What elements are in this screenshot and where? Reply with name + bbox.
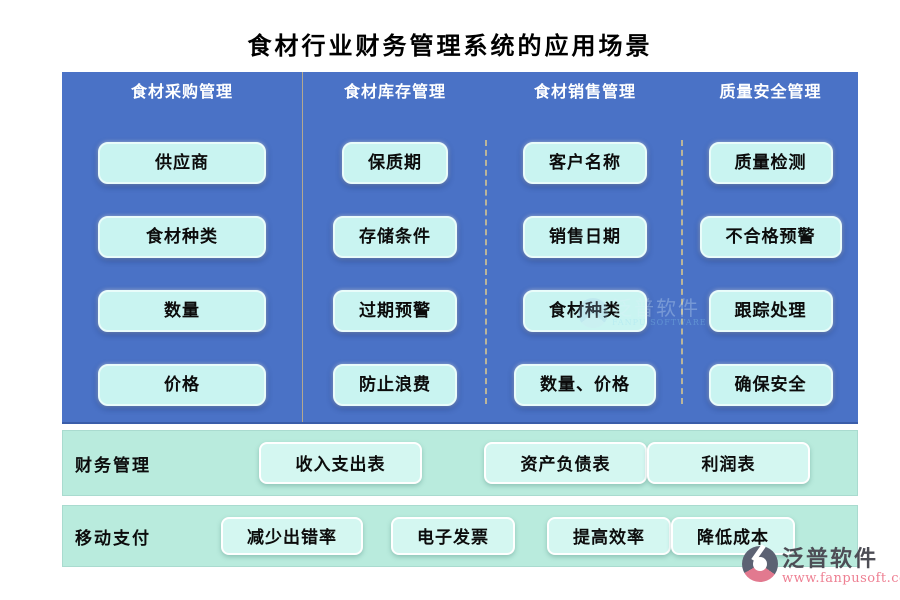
diagram-box-shelf-life: 保质期 — [342, 142, 448, 184]
band-label-finance: 财务管理 — [75, 455, 151, 476]
diagram-box-ingredient-type: 食材种类 — [98, 216, 266, 258]
diagram-box-improve-efficiency: 提高效率 — [547, 517, 671, 555]
column-items: 客户名称 销售日期 食材种类 数量、价格 — [514, 142, 656, 406]
column-items: 质量检测 不合格预警 跟踪处理 确保安全 — [699, 142, 842, 406]
column-header: 食材采购管理 — [130, 82, 233, 101]
diagram-box-quality-inspection: 质量检测 — [708, 142, 833, 184]
band-label-mobile-payment: 移动支付 — [75, 528, 151, 549]
column-items: 保质期 存储条件 过期预警 防止浪费 — [333, 142, 457, 406]
diagram-box-sales-date: 销售日期 — [523, 216, 647, 258]
column-header: 质量安全管理 — [719, 82, 822, 101]
fanpu-logo-icon — [742, 546, 778, 582]
diagram-box-profit-table: 利润表 — [647, 442, 810, 484]
column-sales: 食材销售管理 客户名称 销售日期 食材种类 数量、价格 — [487, 72, 683, 422]
finance-management-band: 财务管理 收入支出表 资产负债表 利润表 — [62, 430, 858, 496]
diagram-box-reduce-cost: 降低成本 — [671, 517, 795, 555]
diagram-box-expiry-warning: 过期预警 — [333, 290, 457, 332]
watermark-url: www.fanpusoft.com — [782, 571, 900, 586]
diagram-box-price: 价格 — [98, 364, 266, 406]
diagram-box-quantity: 数量 — [98, 290, 266, 332]
bottom-right-watermark: 泛普软件 www.fanpusoft.com — [742, 546, 900, 586]
diagram-box-prevent-waste: 防止浪费 — [333, 364, 457, 406]
watermark-brand: 泛普软件 — [782, 546, 879, 572]
mobile-payment-band: 移动支付 减少出错率 电子发票 提高效率 降低成本 — [62, 505, 858, 567]
diagram-box-storage-condition: 存储条件 — [333, 216, 457, 258]
column-items: 供应商 食材种类 数量 价格 — [98, 142, 266, 406]
diagram-box-income-expense-table: 收入支出表 — [259, 442, 422, 484]
diagram-box-supplier: 供应商 — [98, 142, 266, 184]
diagram-box-reduce-error-rate: 减少出错率 — [221, 517, 363, 555]
diagram-box-e-invoice: 电子发票 — [391, 517, 515, 555]
diagram-box-ensure-safety: 确保安全 — [708, 364, 833, 406]
diagram-box-customer-name: 客户名称 — [523, 142, 647, 184]
diagram-box-ingredient-type-sales: 食材种类 — [523, 290, 647, 332]
column-header: 食材销售管理 — [533, 82, 636, 101]
diagram-box-failure-warning: 不合格预警 — [699, 216, 842, 258]
column-quality-safety: 质量安全管理 质量检测 不合格预警 跟踪处理 确保安全 — [683, 72, 858, 422]
management-panel: 食材采购管理 供应商 食材种类 数量 价格 食材库存管理 保质期 存储条件 过期… — [62, 72, 858, 424]
column-header: 食材库存管理 — [343, 82, 446, 101]
diagram-box-tracking-handling: 跟踪处理 — [708, 290, 833, 332]
diagram-box-quantity-price: 数量、价格 — [514, 364, 656, 406]
page-title: 食材行业财务管理系统的应用场景 — [247, 31, 653, 60]
column-inventory: 食材库存管理 保质期 存储条件 过期预警 防止浪费 — [303, 72, 487, 422]
diagram-box-balance-sheet: 资产负债表 — [484, 442, 647, 484]
column-procurement: 食材采购管理 供应商 食材种类 数量 价格 — [62, 72, 303, 422]
